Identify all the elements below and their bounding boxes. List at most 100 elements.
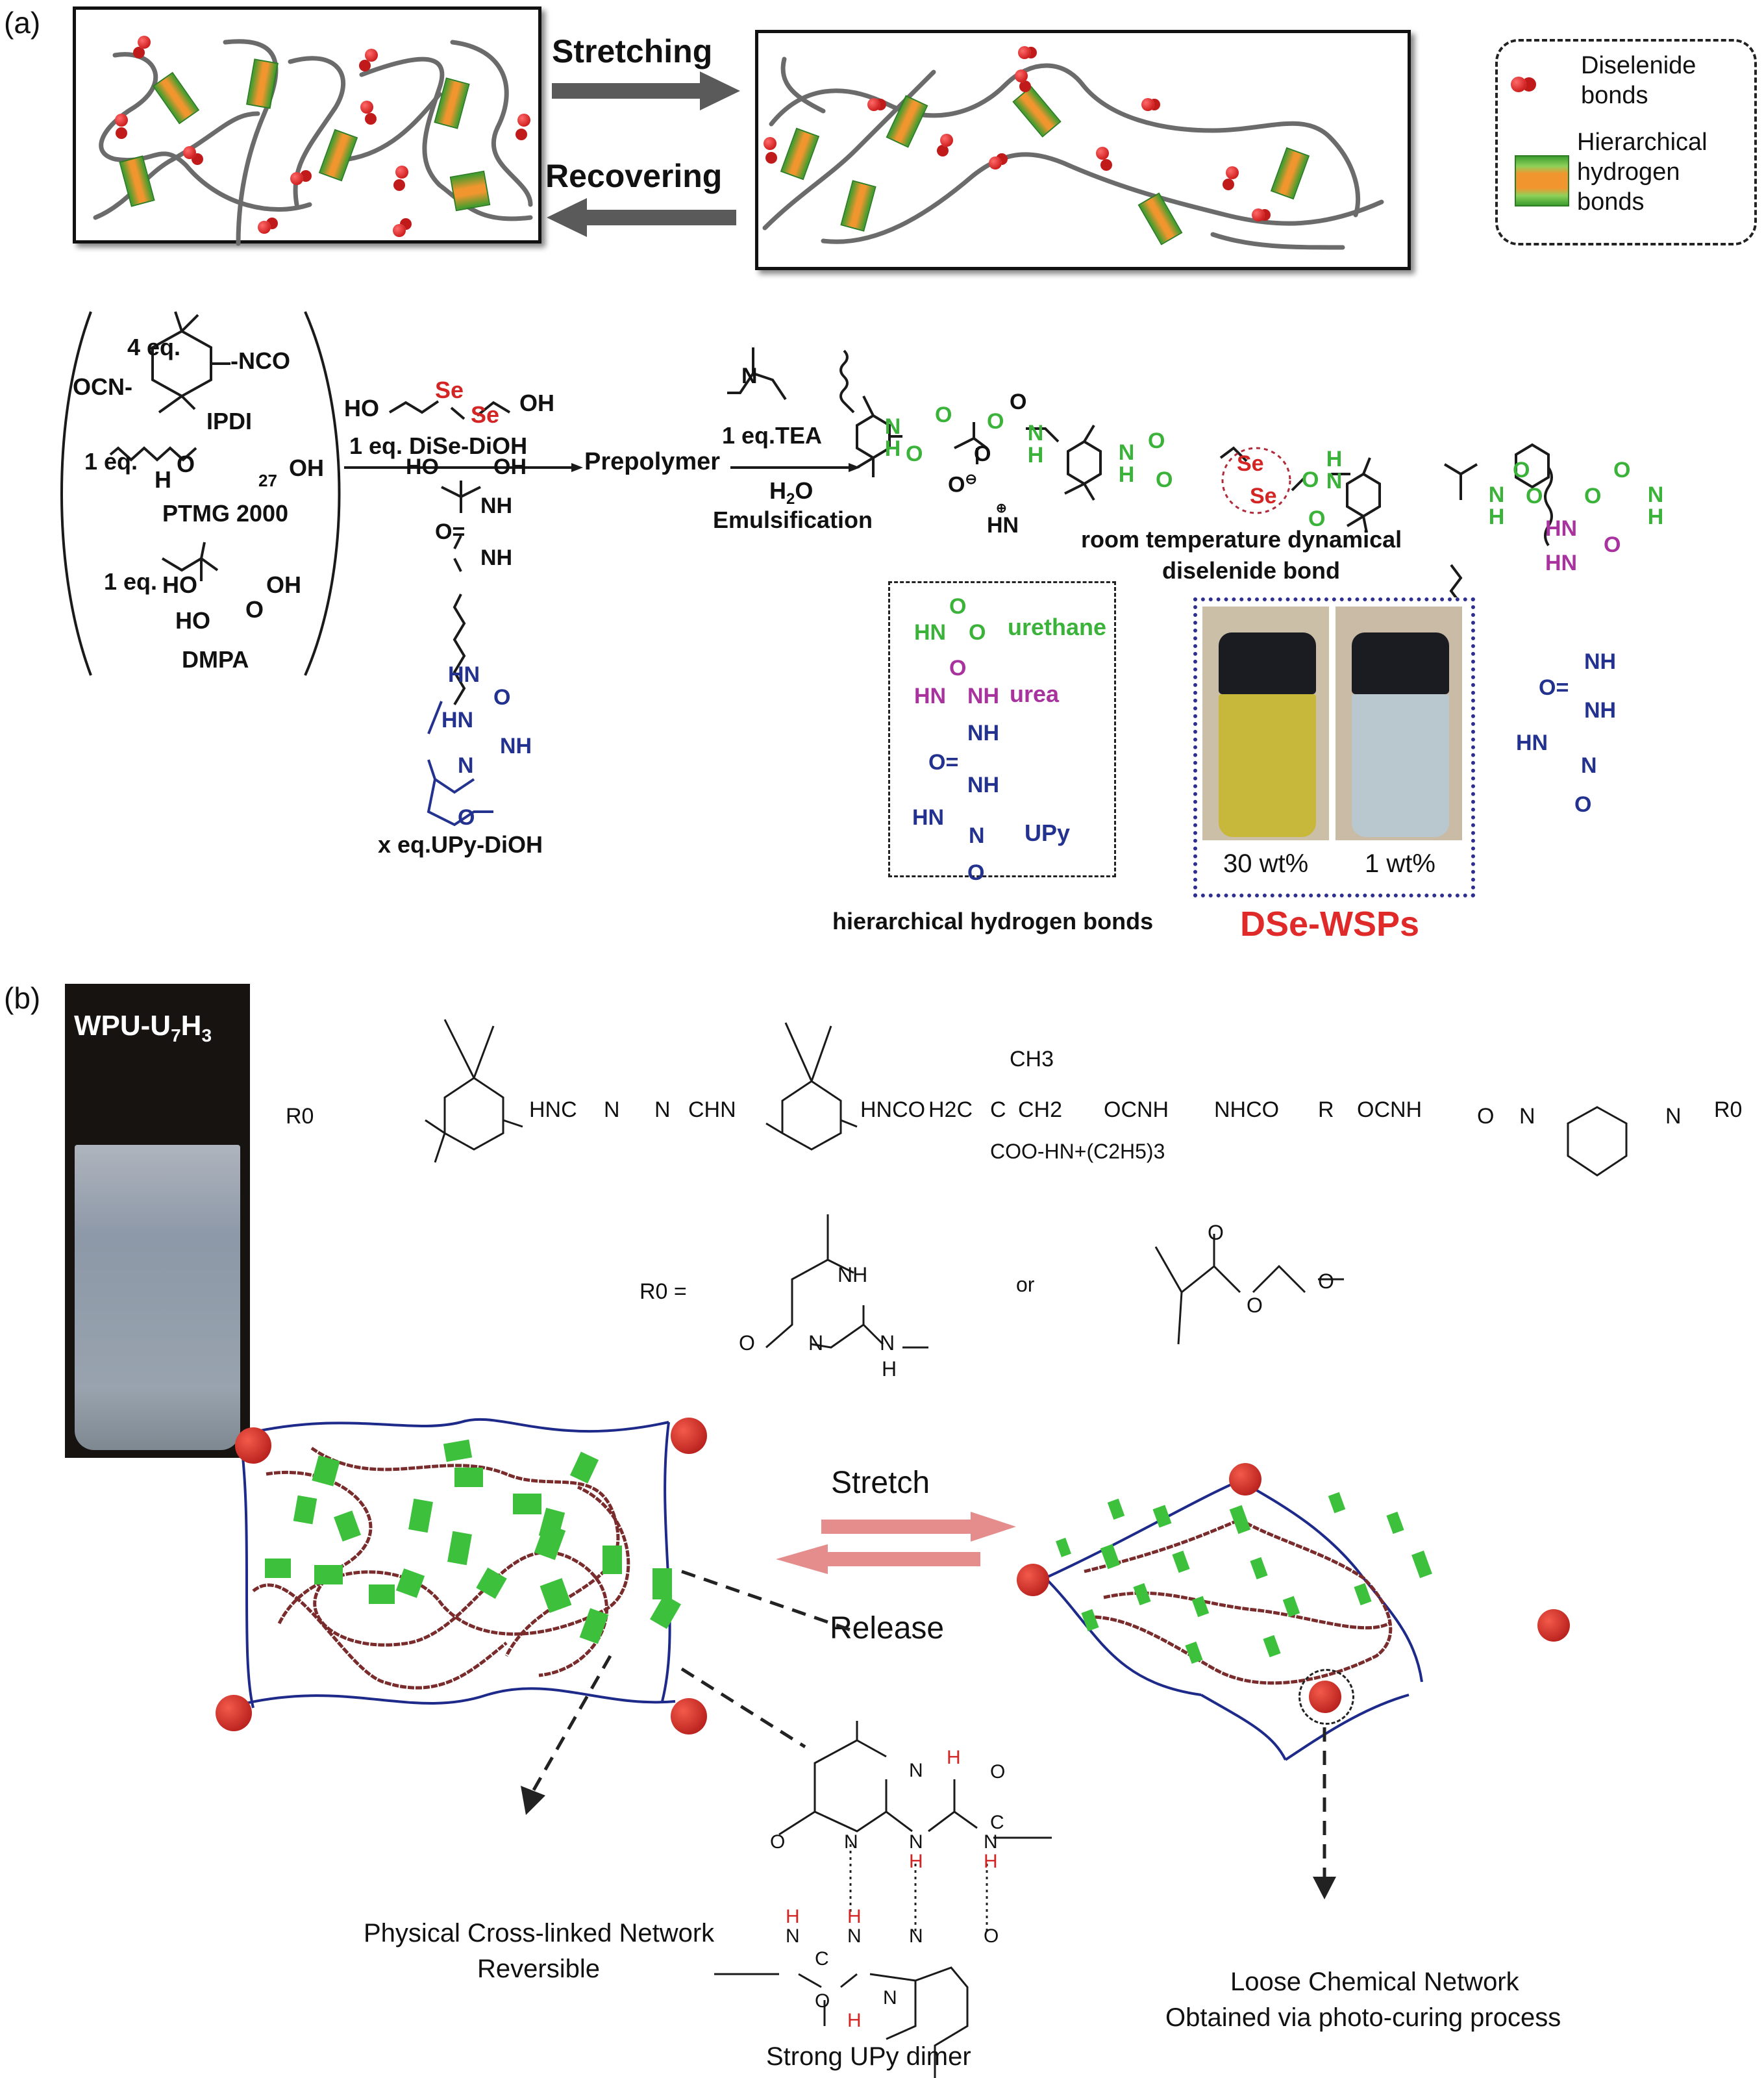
diselenide-bond: [290, 172, 303, 185]
physical-network-caption: Reversible: [477, 1955, 600, 1983]
urea-o: O: [1604, 532, 1621, 557]
upy-diol-name: x eq.UPy-DiOH: [378, 831, 543, 858]
dimer-atom: O: [770, 1831, 786, 1853]
wpu-structure-skeleton: [425, 1019, 1628, 1177]
vial-liquid-bluish: [75, 1145, 240, 1450]
diselenide-bond: [1141, 98, 1154, 111]
upy-o: O=: [1539, 675, 1569, 700]
r0-equals: R0 =: [640, 1279, 687, 1304]
upy-dimer-caption: Strong UPy dimer: [766, 2042, 971, 2071]
structure-segment: N: [654, 1097, 671, 1122]
crosslink-node: [235, 1427, 271, 1464]
dmpa-eq: 1 eq.: [104, 568, 158, 595]
crosslink-highlight-icon: [1298, 1669, 1354, 1725]
emulsification-label: Emulsification: [713, 507, 873, 533]
hbond-block: [369, 1584, 395, 1604]
dimer-atom: O: [815, 1990, 830, 2012]
hbond-block: [265, 1558, 291, 1578]
upy-diol-group: HO: [406, 455, 439, 479]
vial-photo-30wt: [1202, 607, 1329, 840]
diselenide-bond: [1096, 147, 1109, 160]
chemical-network-caption: Loose Chemical Network: [1230, 1968, 1519, 1996]
urethane-o: O: [1308, 507, 1326, 531]
structure-segment: H2C: [928, 1097, 973, 1122]
upy-diol-group: NH: [480, 494, 513, 518]
crosslink-node: [1017, 1564, 1049, 1596]
ipdi-group: -NCO: [230, 347, 290, 374]
hydrogen-atom: H: [984, 1851, 998, 1872]
dimer-atom: O: [984, 1925, 999, 1947]
hydrogen-atom: H: [947, 1747, 961, 1768]
stretch-label: Stretch: [831, 1466, 930, 1500]
diselenide-bond: [395, 166, 408, 179]
crosslink-node: [1537, 1609, 1570, 1642]
upy-diol-group: NH: [480, 545, 513, 570]
legend-text: bonds: [1581, 82, 1648, 109]
structure-segment: R: [1318, 1097, 1334, 1122]
vial-liquid-clear: [1352, 694, 1449, 837]
upy-fragment: NH: [967, 773, 1000, 797]
diselenide-bond: [517, 114, 530, 127]
diselenide-bond: [1252, 208, 1265, 221]
recovering-arrow-icon: [547, 198, 736, 237]
structure-segment: OCNH: [1357, 1097, 1422, 1122]
upy-label: UPy: [1025, 820, 1071, 846]
dimer-atom: C: [815, 1948, 829, 1970]
dmpa-group: HO: [162, 571, 197, 598]
hbond-types-box: [888, 581, 1116, 877]
urea-nh: HN: [1545, 551, 1578, 575]
crosslink-node: [216, 1695, 252, 1731]
structure-segment: O: [1477, 1104, 1495, 1129]
dise-ho: HO: [344, 395, 379, 421]
methacrylate-atom: O: [1318, 1270, 1334, 1293]
diselenide-bond: [867, 98, 880, 111]
diselenide-bond: [1018, 46, 1031, 59]
hbond-block: [602, 1546, 622, 1574]
physical-network-caption: Physical Cross-linked Network: [364, 1919, 715, 1947]
urethane-o: O: [987, 409, 1004, 434]
legend-text: Hierarchical: [1577, 129, 1708, 156]
hydrogen-atom: H: [847, 2010, 862, 2031]
hydrogen-atom: H: [786, 1906, 800, 1927]
dise-name: 1 eq. DiSe-DiOH: [349, 432, 528, 459]
hydrogen-atom: H: [847, 1906, 862, 1927]
diselenide-bond: [764, 137, 776, 150]
methyl-group: CH3: [1010, 1047, 1054, 1071]
stretching-label: Stretching: [552, 33, 713, 69]
water-label: H2O: [769, 477, 814, 508]
wpu-vial-label: WPU-U7H3: [74, 1010, 212, 1045]
upy-diol-group: O: [458, 805, 475, 830]
upy-fragment: O=: [928, 750, 959, 775]
carboxylate-o: O: [974, 442, 991, 466]
r0-upy-skeleton: [765, 1214, 928, 1349]
diselenide-bond: [1015, 69, 1028, 82]
tea-nitrogen: N: [741, 364, 758, 388]
upy-n: N: [1581, 753, 1597, 778]
urethane-o: O: [1156, 468, 1173, 492]
ipdi-group: OCN-: [73, 373, 132, 400]
diselenide-bond: [940, 134, 953, 147]
dimer-atom: N: [909, 1831, 923, 1853]
diselenide-bond: [360, 101, 373, 114]
upy-diol-group: N: [458, 753, 474, 778]
r0-atom: NH: [838, 1263, 868, 1286]
dimer-atom: N: [909, 1925, 923, 1947]
stretch-release-arrows-icon: [776, 1512, 1016, 1574]
diselenide-bond: [1226, 166, 1239, 179]
urethane-o: O: [1613, 458, 1631, 482]
vial-liquid-yellow: [1219, 694, 1316, 837]
vial-photo-1wt: [1335, 607, 1462, 840]
r0-atom: N: [808, 1331, 824, 1355]
plus-charge-icon: ⊕: [996, 501, 1007, 516]
structure-segment: N: [1665, 1104, 1682, 1129]
reaction-arrow-icon: [344, 463, 583, 472]
structure-segment: NHCO: [1214, 1097, 1280, 1122]
upy-hn: HN: [1516, 731, 1548, 755]
diselenide-bond: [393, 224, 406, 237]
dise-oh: OH: [519, 390, 554, 416]
dmpa-name: DMPA: [182, 646, 249, 673]
selenium-atom: Se: [471, 401, 500, 428]
dimer-atom: C: [990, 1812, 1004, 1833]
hbond-block: [454, 1468, 483, 1487]
